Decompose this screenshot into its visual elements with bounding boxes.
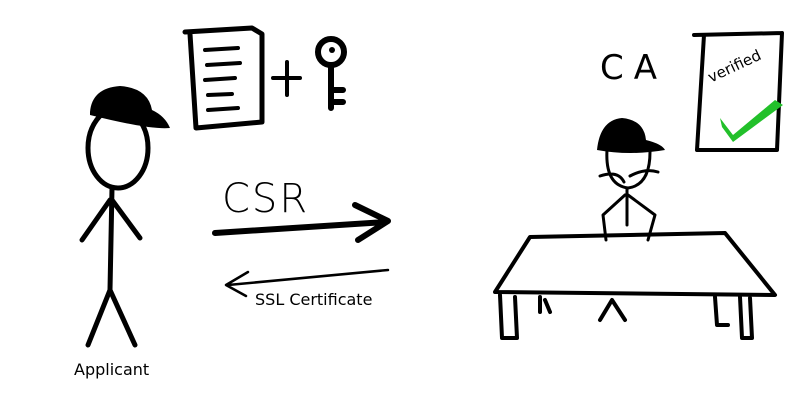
verified-certificate — [692, 31, 784, 152]
hat-icon — [597, 118, 665, 153]
csr-label: CSR — [222, 176, 310, 222]
csr-arrow[interactable] — [212, 202, 391, 243]
ssl-certificate-label: SSL Certificate — [255, 290, 373, 309]
checkmark-icon — [720, 100, 783, 142]
applicant-figure — [79, 86, 170, 348]
document-icon — [182, 25, 265, 131]
table — [493, 231, 777, 340]
plus-icon — [271, 60, 302, 97]
applicant-label: Applicant — [74, 360, 150, 379]
certificate-arrow[interactable] — [224, 268, 390, 298]
ca-figure — [597, 118, 665, 242]
key-icon — [315, 36, 347, 111]
ca-label: CA — [600, 48, 667, 88]
cap-icon — [90, 86, 170, 129]
